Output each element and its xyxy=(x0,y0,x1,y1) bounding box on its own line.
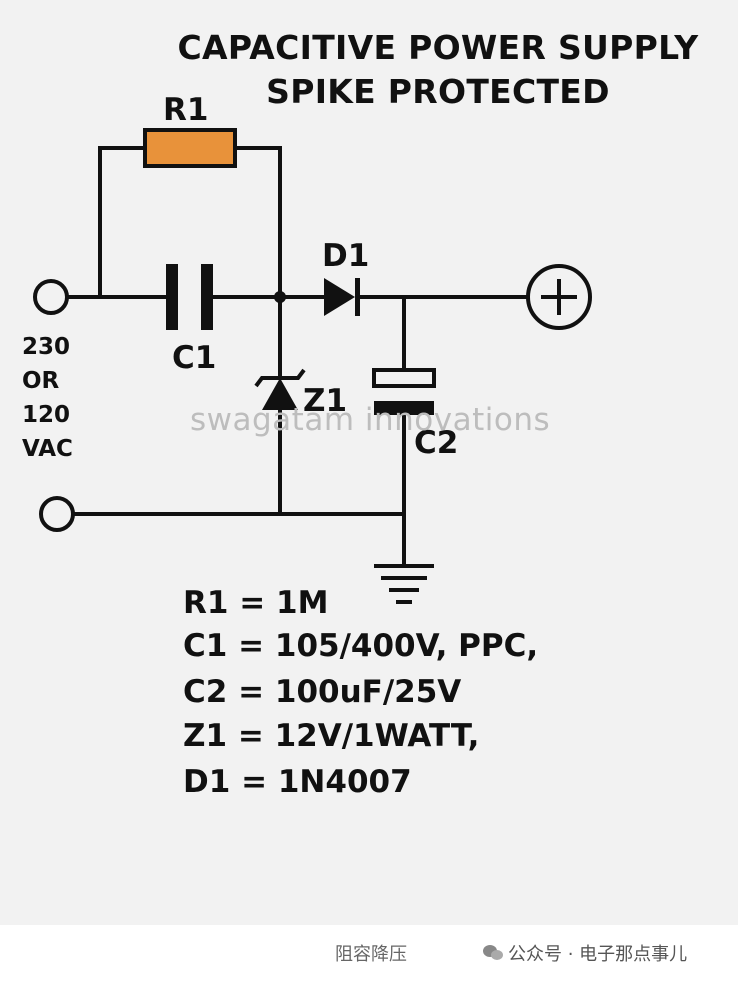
diode-d1 xyxy=(324,278,355,316)
watermark: swagatam innovations xyxy=(190,402,551,438)
wechat-icon xyxy=(483,945,503,960)
spec-line: C2 = 100uF/25V xyxy=(183,674,462,710)
account-name: 公众号 · 电子那点事儿 xyxy=(508,944,688,965)
input-voltage-line: VAC xyxy=(22,436,73,462)
schematic-canvas: CAPACITIVE POWER SUPPLY SPIKE PROTECTED … xyxy=(0,0,738,925)
resistor-r1 xyxy=(143,128,237,168)
input-voltage-label: 230 OR 120 VAC xyxy=(22,330,73,466)
input-voltage-line: 230 xyxy=(22,334,71,360)
image-caption: 阻容降压 xyxy=(335,944,407,965)
spec-line: Z1 = 12V/1WATT, xyxy=(183,718,480,754)
circuit-schematic xyxy=(33,128,592,604)
junction-dot xyxy=(274,291,286,303)
label-r1: R1 xyxy=(163,92,209,128)
diagram-title: CAPACITIVE POWER SUPPLY xyxy=(177,28,699,67)
capacitor-c1-plate-left xyxy=(166,264,178,330)
spec-line: C1 = 105/400V, PPC, xyxy=(183,628,539,664)
diagram-subtitle: SPIKE PROTECTED xyxy=(266,72,610,111)
capacitor-c2-plate-bottom xyxy=(374,401,434,415)
plus-icon xyxy=(541,279,577,315)
label-d1: D1 xyxy=(322,238,370,274)
label-c1: C1 xyxy=(172,340,217,376)
label-c2: C2 xyxy=(414,425,459,461)
wire-r1-loop xyxy=(98,146,282,299)
input-voltage-line: OR xyxy=(22,368,60,394)
capacitor-c1-plate-right xyxy=(201,264,213,330)
input-voltage-line: 120 xyxy=(22,402,71,428)
ground-symbol xyxy=(374,564,434,604)
label-z1: Z1 xyxy=(303,383,348,419)
input-terminal-top xyxy=(33,279,69,315)
input-terminal-bottom xyxy=(39,496,75,532)
zener-z1 xyxy=(262,378,298,410)
capacitor-c2-plate-top xyxy=(372,368,436,388)
spec-line: D1 = 1N4007 xyxy=(183,764,412,800)
spec-line: R1 = 1M xyxy=(183,585,329,621)
zener-z1-bar xyxy=(254,368,306,388)
diode-d1-bar xyxy=(355,278,360,316)
